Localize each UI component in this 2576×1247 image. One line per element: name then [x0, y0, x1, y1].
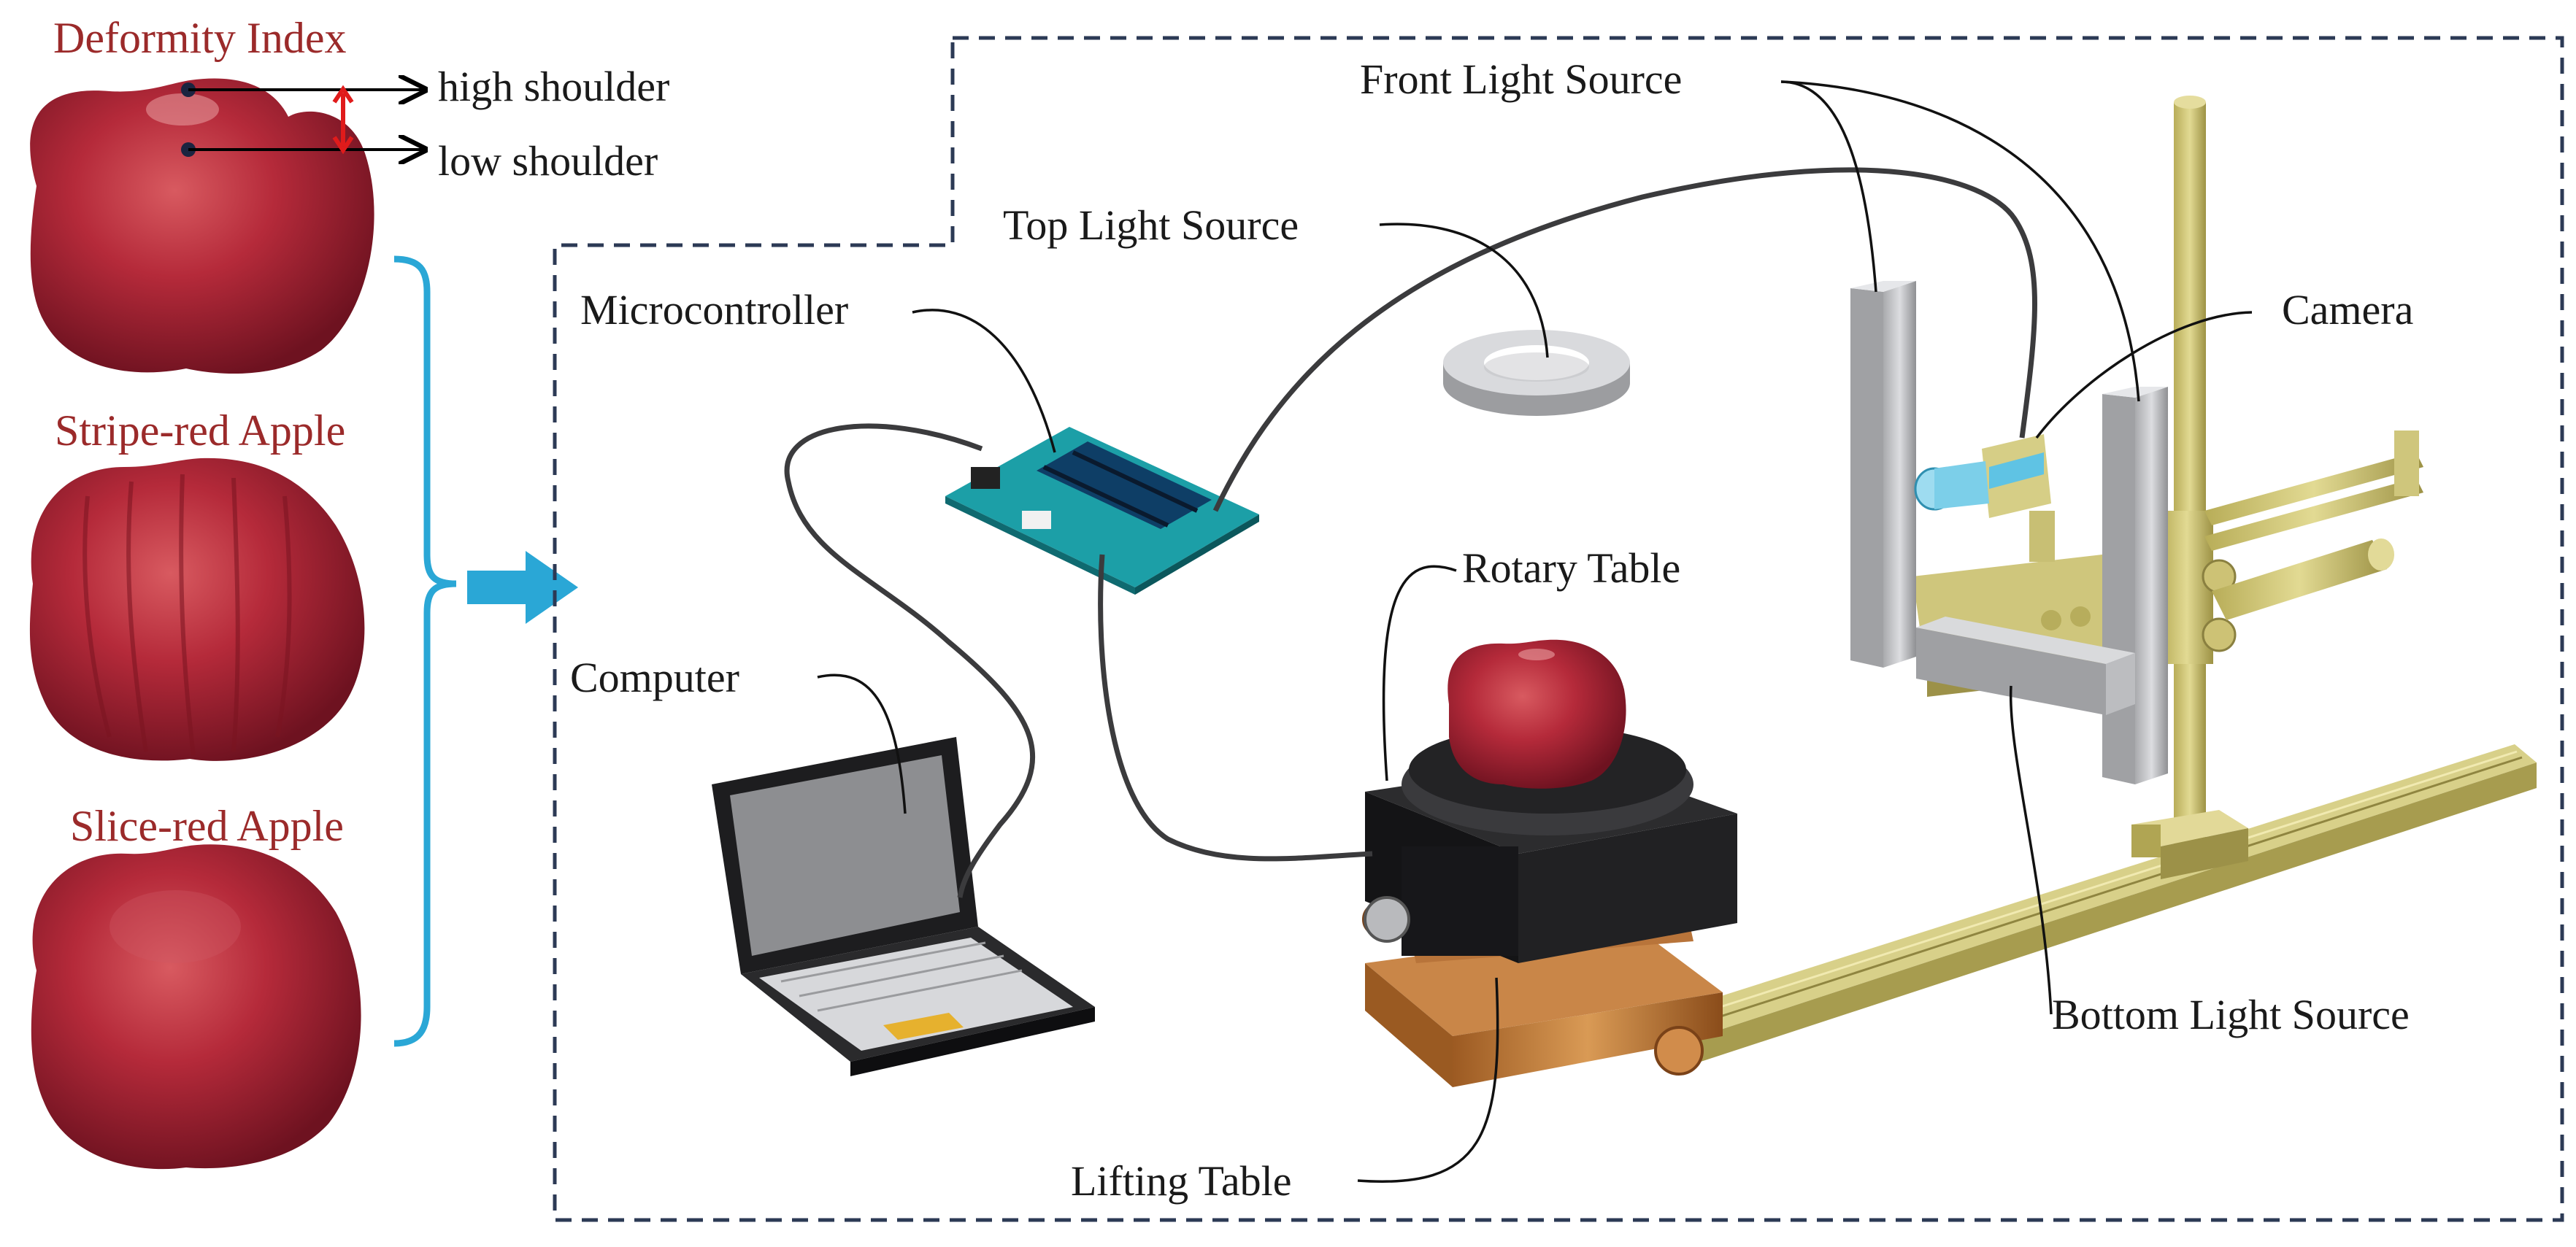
laptop-image [712, 737, 1095, 1076]
shoulder-markers [181, 82, 425, 157]
front-light-source-label: Front Light Source [1360, 55, 1683, 103]
system-boundary [553, 36, 2564, 1222]
slice-red-apple-label: Slice-red Apple [70, 802, 344, 850]
high-shoulder-label: high shoulder [438, 63, 670, 110]
camera-image [1914, 434, 2055, 562]
rotary-table-label: Rotary Table [1462, 544, 1681, 592]
apple-slice-red-image [31, 844, 361, 1170]
bracket-connector [393, 255, 578, 1047]
apple-deformity-image [30, 78, 374, 374]
top-light-source-label: Top Light Source [1003, 201, 1299, 249]
lifting-table-label: Lifting Table [1071, 1157, 1292, 1205]
camera-label: Camera [2282, 286, 2414, 333]
deformity-index-title: Deformity Index [53, 14, 347, 62]
low-shoulder-label: low shoulder [438, 137, 658, 185]
microcontroller-label: Microcontroller [580, 286, 849, 333]
bottom-light-source-image [1916, 617, 2135, 715]
bottom-light-source-label: Bottom Light Source [2052, 991, 2410, 1038]
computer-label: Computer [570, 654, 739, 701]
cables [784, 167, 2037, 898]
microcontroller-board-image [945, 427, 1259, 595]
top-light-ring-image [1443, 330, 1630, 416]
stripe-red-apple-label: Stripe-red Apple [55, 406, 346, 455]
sample-apple-image [1447, 639, 1626, 789]
apple-stripe-red-image [29, 458, 365, 761]
leader-lines [817, 80, 2253, 1183]
